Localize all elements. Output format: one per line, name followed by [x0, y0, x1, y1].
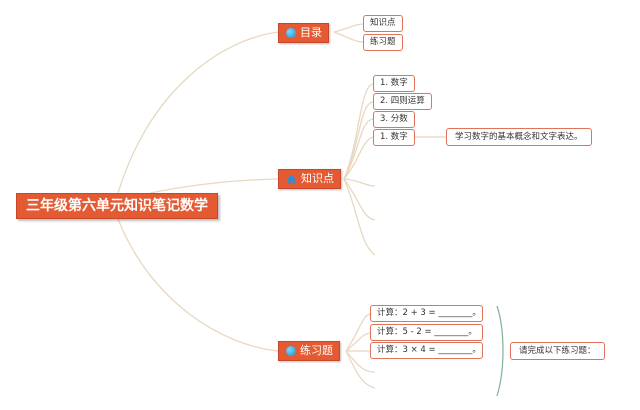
exercise-summary[interactable]: 请完成以下练习题： — [510, 342, 605, 360]
globe-icon — [286, 346, 296, 356]
knowledge-item-1[interactable]: 1. 数字 — [373, 75, 415, 92]
globe-icon — [286, 28, 296, 38]
toc-item-2[interactable]: 练习题 — [363, 34, 403, 51]
link-toc-2 — [333, 31, 364, 43]
exercise-item-3[interactable]: 计算：3 × 4 = ________。 — [370, 342, 483, 359]
branch-knowledge[interactable]: 知识点 — [278, 169, 341, 189]
summary-brace — [496, 305, 504, 397]
knowledge-note[interactable]: 学习数字的基本概念和文字表达。 — [446, 128, 592, 146]
knowledge-item-3[interactable]: 3. 分数 — [373, 111, 415, 128]
link-root-exercises — [117, 218, 279, 352]
root-node[interactable]: 三年级第六单元知识笔记数学 — [16, 193, 218, 219]
knowledge-item-2[interactable]: 2. 四则运算 — [373, 93, 432, 110]
exercise-item-1[interactable]: 计算：2 + 3 = ________。 — [370, 305, 483, 322]
branch-exercises[interactable]: 练习题 — [278, 341, 340, 361]
branch-knowledge-label: 知识点 — [301, 172, 334, 185]
branch-exercises-label: 练习题 — [300, 344, 333, 357]
link-root-knowledge — [149, 178, 279, 194]
link-root-toc — [117, 31, 279, 194]
branch-toc[interactable]: 目录 — [278, 23, 329, 43]
exercise-item-2[interactable]: 计算：5 - 2 = ________。 — [370, 324, 483, 341]
link-toc-1 — [333, 23, 364, 33]
knowledge-item-4[interactable]: 1. 数字 — [373, 129, 415, 146]
branch-toc-label: 目录 — [300, 26, 322, 39]
home-icon — [286, 174, 297, 184]
toc-item-1[interactable]: 知识点 — [363, 15, 403, 32]
